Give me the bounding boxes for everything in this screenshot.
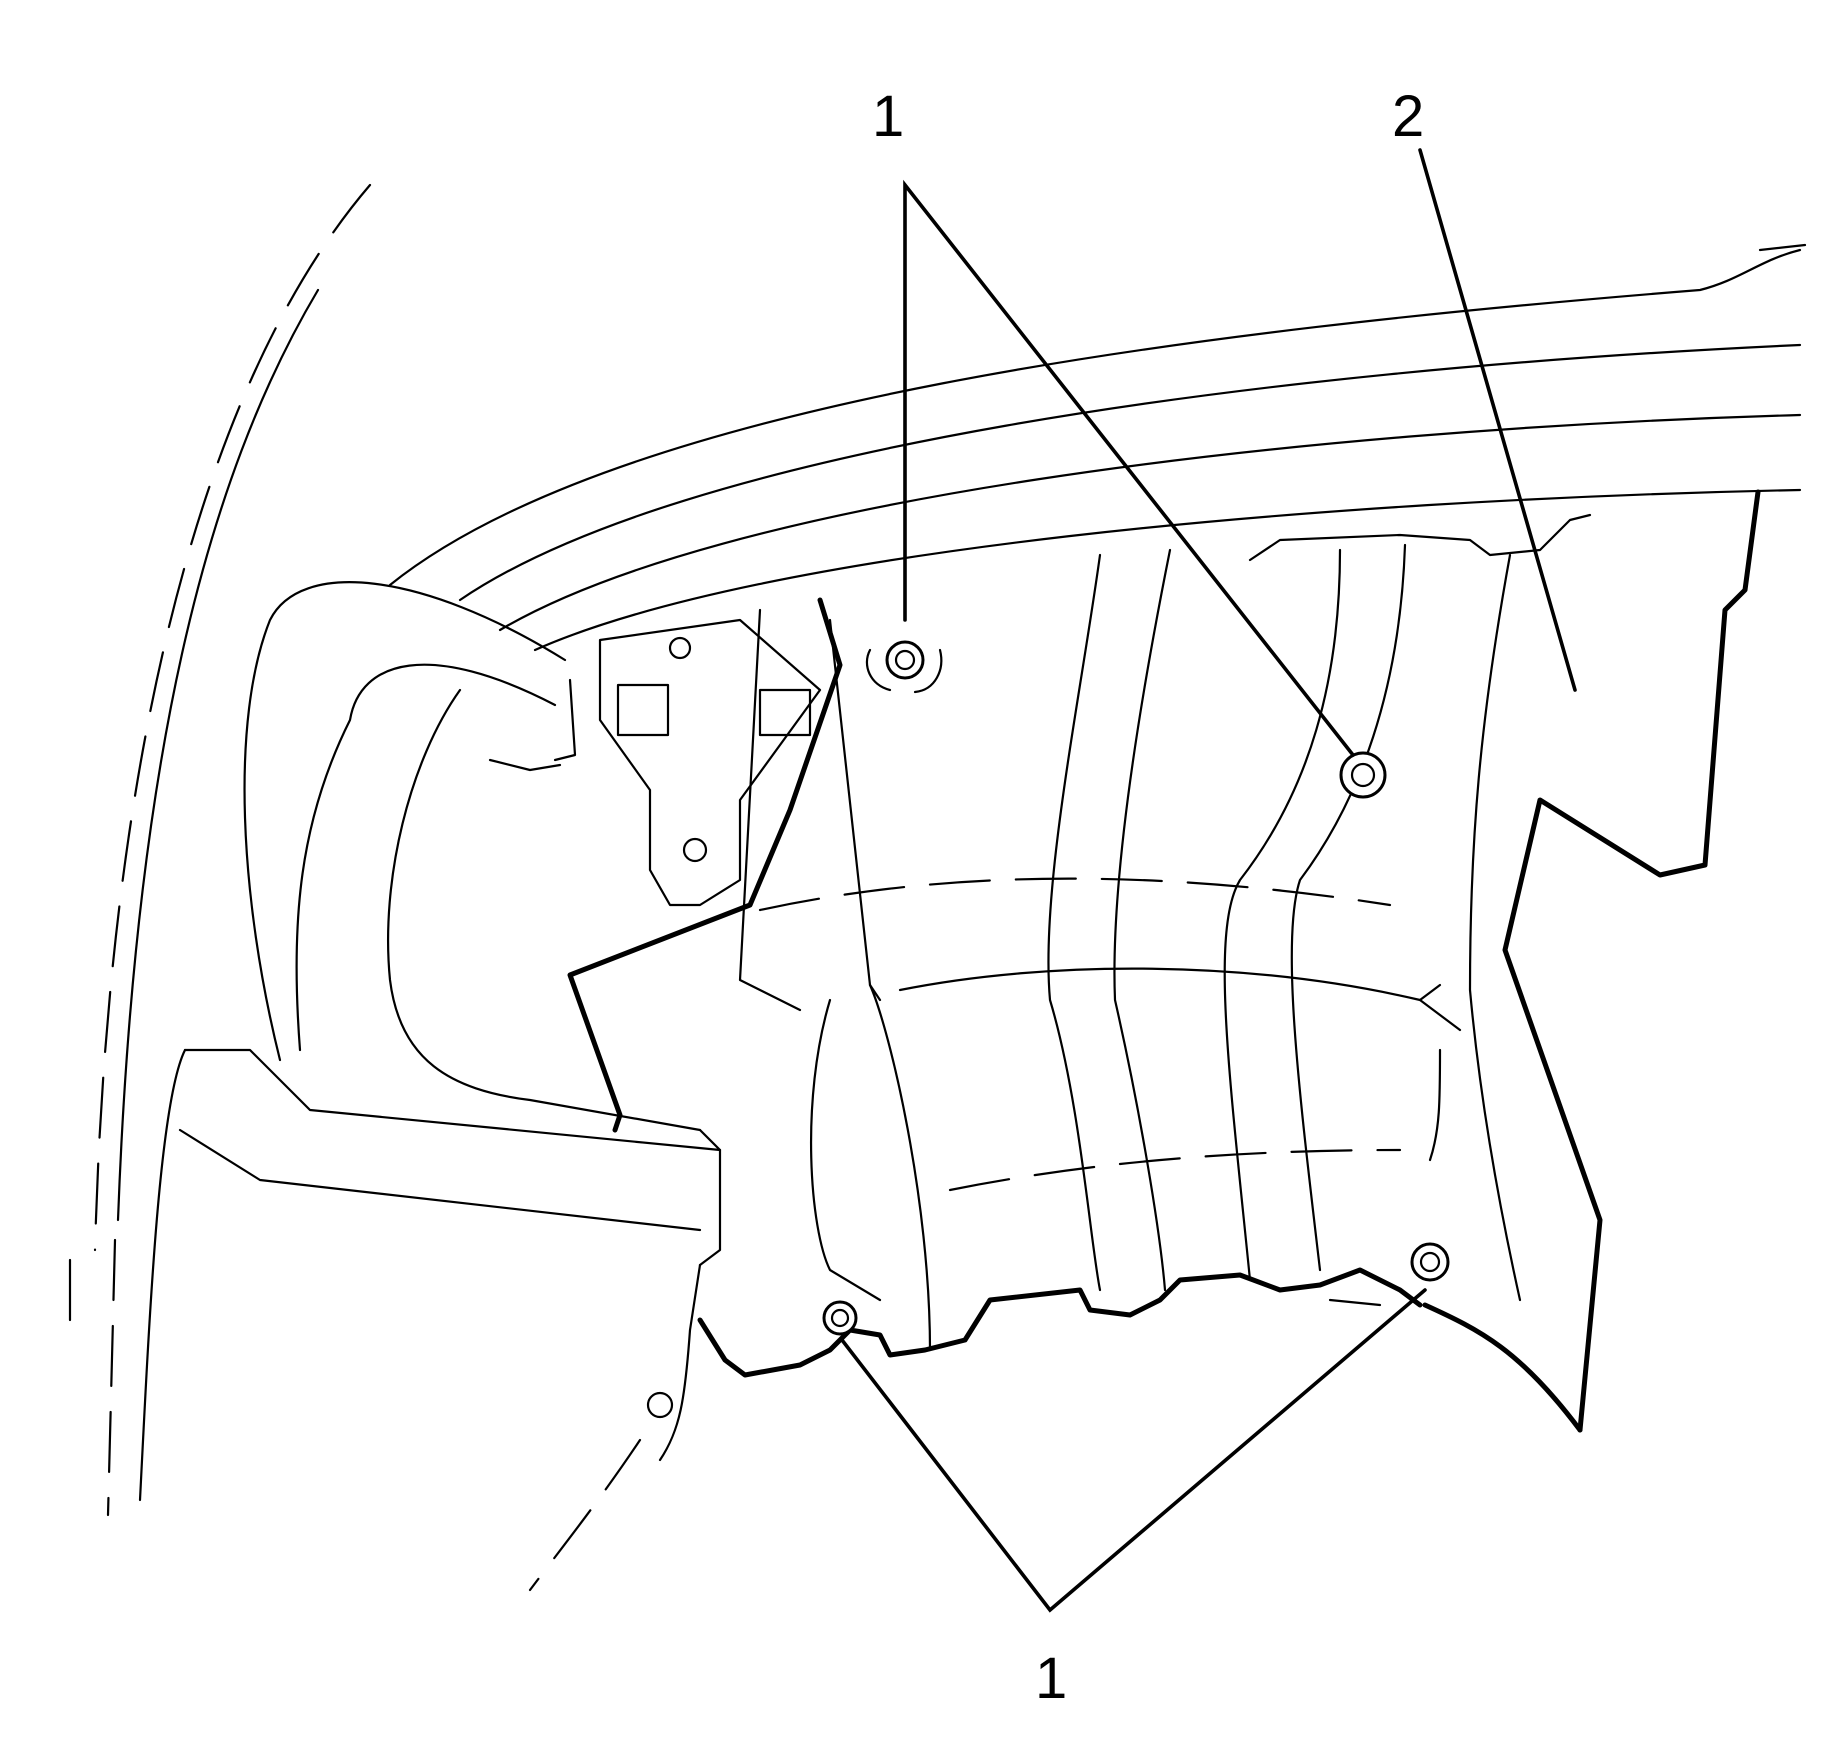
support-arm xyxy=(138,581,722,1502)
callout-1-top: 1 xyxy=(872,84,905,149)
body-beams xyxy=(388,243,1807,652)
leader-lines xyxy=(840,148,1577,1613)
fastener-bottom-left xyxy=(822,1300,858,1336)
splash-shield-outline xyxy=(567,489,1761,1433)
shield-ribs xyxy=(738,513,1592,1352)
fasteners xyxy=(822,640,1450,1336)
callout-2: 2 xyxy=(1392,84,1425,149)
shield-dashed-contours xyxy=(758,877,1462,1192)
mounting-bracket xyxy=(488,618,822,907)
fastener-top-left xyxy=(885,640,925,680)
fastener-top-right xyxy=(1339,751,1387,799)
wheel-opening-arcs xyxy=(68,183,642,1592)
callout-1-bottom: 1 xyxy=(1035,1646,1068,1711)
fastener-bottom-right xyxy=(1410,1242,1450,1282)
